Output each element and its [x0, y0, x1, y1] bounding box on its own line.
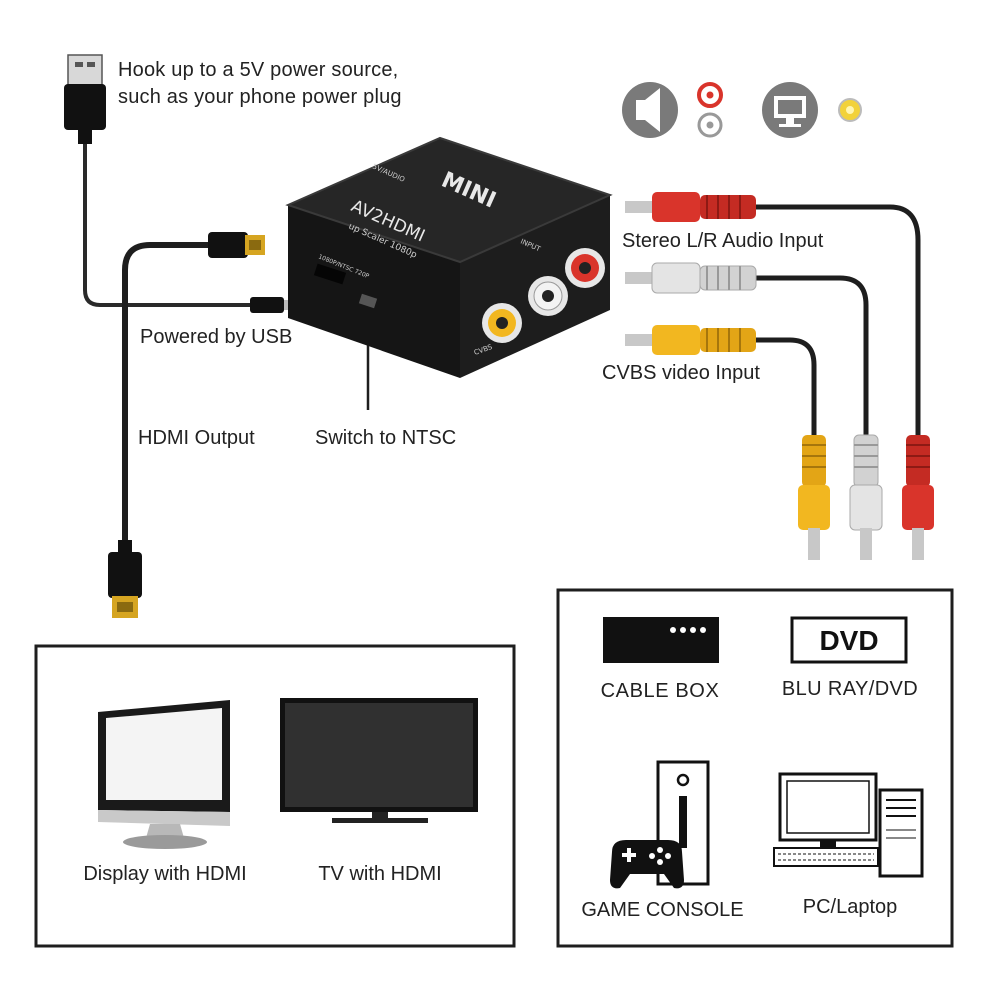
- switch-to-ntsc-label: Switch to NTSC: [315, 427, 457, 449]
- jack-red: [565, 248, 605, 288]
- input-devices-frame: [556, 588, 954, 948]
- rca-plug-yellow-horizontal: [625, 325, 756, 355]
- hdmi-plug-bottom-icon: [108, 540, 142, 618]
- usb-cable: [83, 112, 250, 307]
- game-console-icon: [610, 760, 710, 889]
- ntsc-switch: [358, 293, 378, 309]
- tv-caption: TV with HDMI: [318, 863, 442, 885]
- rca-yellow-icon: [838, 98, 862, 122]
- stereo-audio-input-label: Stereo L/R Audio Input: [622, 230, 824, 252]
- power-note: Hook up to a 5V power source, such as yo…: [118, 57, 402, 111]
- pc-caption: PC/Laptop: [802, 896, 898, 918]
- tv-icon: [280, 698, 478, 823]
- jack-white: [528, 276, 568, 316]
- rca-plug-white-vertical: [849, 434, 883, 560]
- dvd-logo-frame: [790, 616, 908, 664]
- red-cable: [755, 204, 921, 440]
- cable-box-caption: CABLE BOX: [600, 680, 720, 702]
- dvd-logo-text: DVD: [819, 625, 878, 656]
- rca-red-white-icon: [697, 82, 723, 138]
- speaker-icon: [622, 82, 678, 138]
- hdmi-port: [313, 263, 347, 285]
- yellow-cable: [755, 337, 817, 440]
- output-devices-frame: [34, 644, 516, 948]
- power-note-line2: such as your phone power plug: [118, 86, 402, 108]
- hdmi-plug-top-icon: [208, 232, 265, 258]
- game-console-caption: GAME CONSOLE: [581, 899, 744, 921]
- rca-plug-yellow-vertical: [798, 435, 830, 560]
- display-monitor-icon: [98, 700, 230, 849]
- white-cable: [755, 275, 869, 440]
- hdmi-cable: [122, 242, 212, 545]
- cvbs-video-input-label: CVBS video Input: [602, 362, 760, 384]
- monitor-icon: [762, 82, 818, 138]
- dvd-caption: BLU RAY/DVD: [781, 678, 919, 700]
- powered-by-usb-label: Powered by USB: [140, 326, 293, 348]
- display-caption: Display with HDMI: [83, 863, 247, 885]
- rca-plug-red-horizontal: [625, 192, 756, 222]
- usb-plug-icon: [64, 54, 106, 144]
- pc-icon: [773, 772, 924, 878]
- rca-plug-white-horizontal: [625, 262, 757, 294]
- hdmi-output-label: HDMI Output: [138, 427, 255, 449]
- power-note-line1: Hook up to a 5V power source,: [118, 59, 399, 81]
- cable-box-icon: [603, 617, 719, 663]
- rca-plug-red-vertical: [902, 435, 934, 560]
- converter-device: [285, 136, 613, 378]
- jack-yellow: [482, 303, 522, 343]
